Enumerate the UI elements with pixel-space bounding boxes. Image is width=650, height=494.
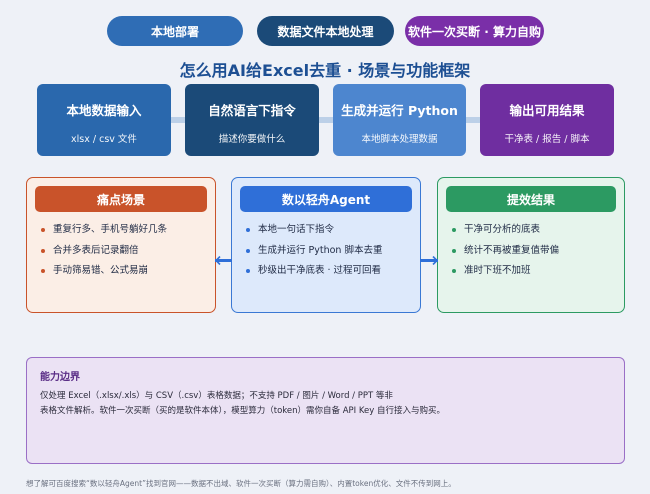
list-item-text: 生成并运行 Python 脚本去重 bbox=[258, 244, 383, 256]
boundary-title: 能力边界 bbox=[40, 372, 80, 383]
step-subtitle: 描述你要做什么 bbox=[218, 134, 286, 145]
bullet-icon bbox=[246, 269, 250, 273]
agent-panel: 数以轻舟Agent 本地一句话下指令 生成并运行 Python 脚本去重 秒级出… bbox=[231, 177, 421, 313]
pain-points-list: 重复行多、手机号躺好几条 合并多表后记录翻倍 手动筛易错、公式易崩 bbox=[41, 224, 167, 286]
list-item: 秒级出干净底表 · 过程可回看 bbox=[246, 265, 382, 277]
bullet-icon bbox=[452, 248, 456, 253]
footer-note: 想了解可百度搜索“数以轻舟Agent”找到官网——数据不出域、软件一次买断（算力… bbox=[26, 479, 456, 488]
list-item: 干净可分析的底表 bbox=[452, 224, 559, 236]
list-item: 重复行多、手机号躺好几条 bbox=[41, 224, 167, 236]
step-subtitle: xlsx / csv 文件 bbox=[71, 134, 137, 145]
arrow-right-icon bbox=[420, 256, 438, 265]
capability-boundary-box: 能力边界 仅处理 Excel（.xlsx/.xls）与 CSV（.csv）表格数… bbox=[26, 357, 625, 464]
list-item-text: 秒级出干净底表 · 过程可回看 bbox=[258, 265, 382, 276]
step-run-python: 生成并运行 Python 本地脚本处理数据 bbox=[333, 84, 466, 156]
list-item: 合并多表后记录翻倍 bbox=[41, 245, 167, 257]
bullet-icon bbox=[41, 248, 45, 253]
step-subtitle: 干净表 / 报告 / 脚本 bbox=[504, 134, 590, 145]
step-connector bbox=[319, 117, 333, 123]
tag-one-time-purchase: 软件一次买断 · 算力自购 bbox=[405, 16, 544, 46]
list-item-text: 干净可分析的底表 bbox=[464, 224, 541, 235]
list-item-text: 合并多表后记录翻倍 bbox=[53, 244, 139, 256]
step-title: 生成并运行 Python bbox=[341, 103, 458, 118]
list-item: 统计不再被重复值带偏 bbox=[452, 245, 559, 257]
bullet-icon bbox=[41, 269, 45, 273]
step-output-results: 输出可用结果 干净表 / 报告 / 脚本 bbox=[480, 84, 614, 156]
step-title: 本地数据输入 bbox=[66, 103, 142, 118]
tag-local-data-processing: 数据文件本地处理 bbox=[257, 16, 394, 46]
step-title: 自然语言下指令 bbox=[208, 103, 296, 118]
page-title: 怎么用AI给Excel去重 · 场景与功能框架 bbox=[179, 61, 471, 80]
list-item: 生成并运行 Python 脚本去重 bbox=[246, 245, 382, 257]
results-panel: 提效结果 干净可分析的底表 统计不再被重复值带偏 准时下班不加班 bbox=[437, 177, 625, 313]
step-connector bbox=[466, 117, 480, 123]
list-item: 手动筛易错、公式易崩 bbox=[41, 265, 167, 277]
panel-header: 提效结果 bbox=[446, 186, 616, 212]
list-item-text: 准时下班不加班 bbox=[464, 265, 531, 276]
step-connector bbox=[171, 117, 185, 123]
bullet-icon bbox=[246, 228, 250, 232]
boundary-text-line: 表格文件解析。软件一次买断（买的是软件本体），模型算力（token）需你自备 A… bbox=[40, 406, 445, 416]
boundary-text-line: 仅处理 Excel（.xlsx/.xls）与 CSV（.csv）表格数据；不支持… bbox=[40, 391, 393, 401]
agent-features-list: 本地一句话下指令 生成并运行 Python 脚本去重 秒级出干净底表 · 过程可… bbox=[246, 224, 382, 286]
step-title: 输出可用结果 bbox=[509, 103, 585, 118]
list-item: 准时下班不加班 bbox=[452, 265, 559, 277]
results-list: 干净可分析的底表 统计不再被重复值带偏 准时下班不加班 bbox=[452, 224, 559, 286]
list-item: 本地一句话下指令 bbox=[246, 224, 382, 236]
pain-points-panel: 痛点场景 重复行多、手机号躺好几条 合并多表后记录翻倍 手动筛易错、公式易崩 bbox=[26, 177, 216, 313]
list-item-text: 手动筛易错、公式易崩 bbox=[53, 265, 149, 276]
list-item-text: 本地一句话下指令 bbox=[258, 224, 335, 235]
bullet-icon bbox=[452, 228, 456, 232]
bullet-icon bbox=[246, 248, 250, 253]
bullet-icon bbox=[452, 269, 456, 273]
step-subtitle: 本地脚本处理数据 bbox=[361, 134, 438, 145]
panel-header: 数以轻舟Agent bbox=[240, 186, 412, 212]
step-data-input: 本地数据输入 xlsx / csv 文件 bbox=[37, 84, 171, 156]
list-item-text: 重复行多、手机号躺好几条 bbox=[53, 224, 168, 235]
list-item-text: 统计不再被重复值带偏 bbox=[464, 244, 560, 256]
arrow-right-icon bbox=[215, 256, 232, 265]
panel-header: 痛点场景 bbox=[35, 186, 207, 212]
tag-local-deploy: 本地部署 bbox=[107, 16, 243, 46]
step-natural-language: 自然语言下指令 描述你要做什么 bbox=[185, 84, 319, 156]
bullet-icon bbox=[41, 228, 45, 232]
